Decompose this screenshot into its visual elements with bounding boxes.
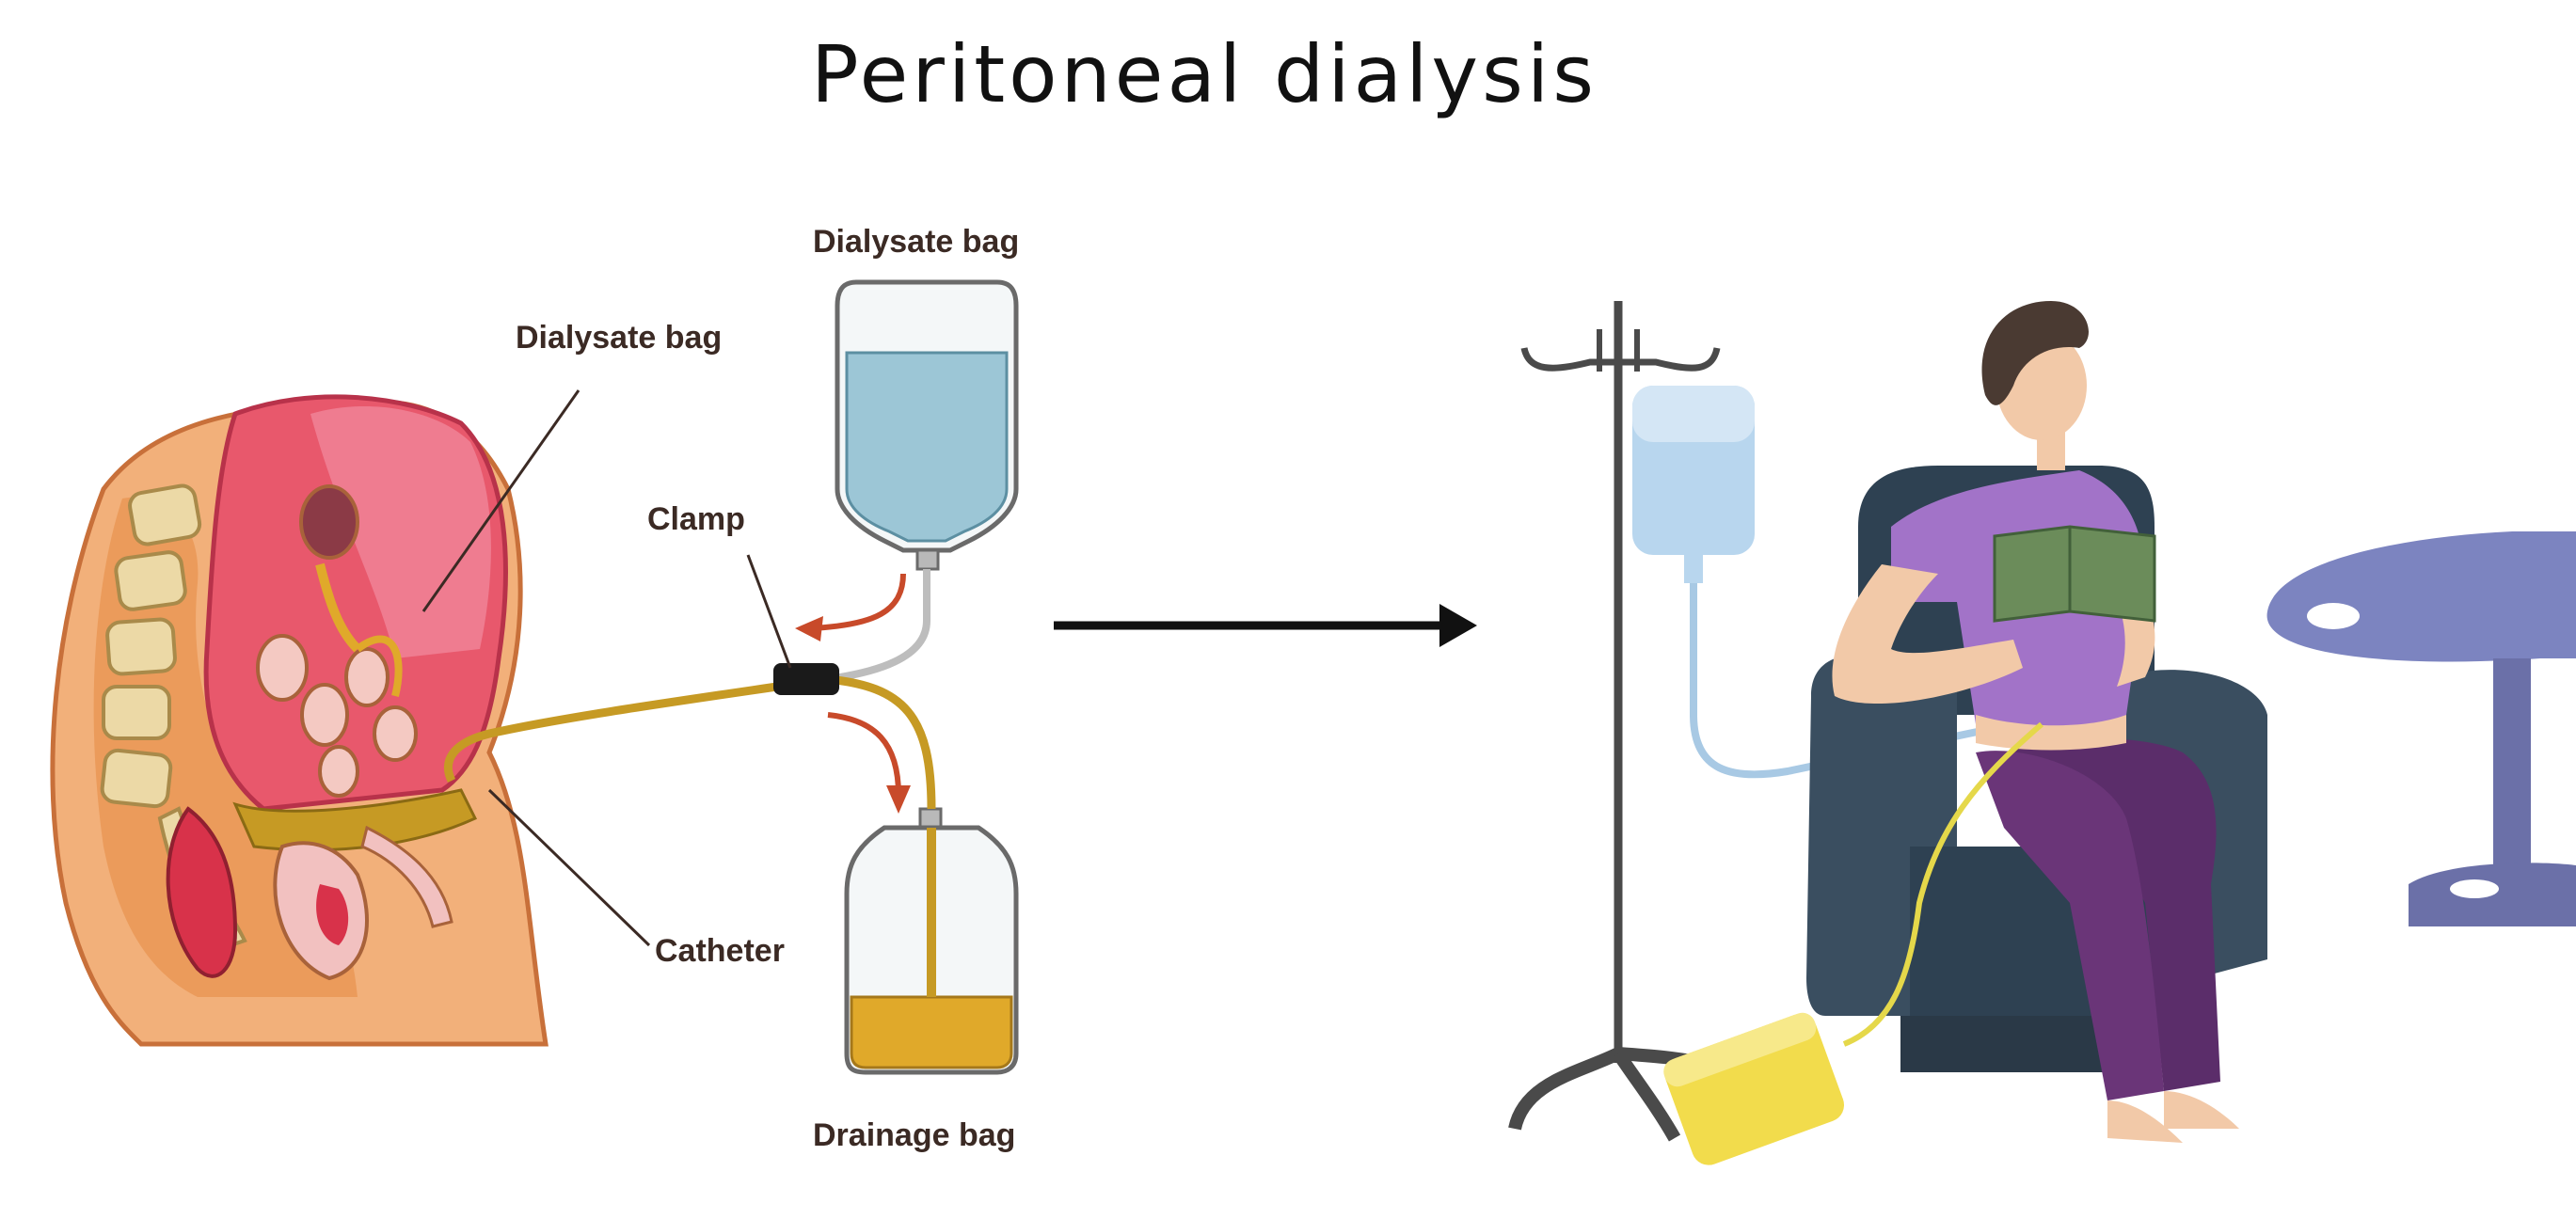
side-table (2266, 531, 2576, 926)
iv-bag (1632, 386, 1755, 583)
transition-arrow (1054, 604, 1477, 647)
flow-arrows (795, 573, 911, 814)
iv-line (1690, 583, 2052, 779)
drain-line (1842, 721, 2043, 1047)
drainage-bag (844, 807, 1019, 1075)
drainage-bag-right (1663, 1012, 1845, 1165)
patient-figure (1832, 301, 2239, 1143)
tubing (443, 569, 936, 810)
abdomen-cross-section (50, 394, 549, 1047)
label-dialysate-bag: Dialysate bag (516, 320, 723, 356)
intestines (256, 484, 418, 798)
dialysate-bag (835, 279, 1019, 571)
label-clamp: Clamp (647, 501, 745, 537)
label-catheter: Catheter (655, 933, 785, 969)
clamp-device (773, 663, 839, 695)
diagram-title: Peritoneal dialysis (810, 28, 1598, 120)
label-dialysate-bag-top: Dialysate bag (813, 224, 1020, 260)
label-drainage-bag: Drainage bag (813, 1117, 1016, 1153)
leader-lines (421, 389, 792, 947)
